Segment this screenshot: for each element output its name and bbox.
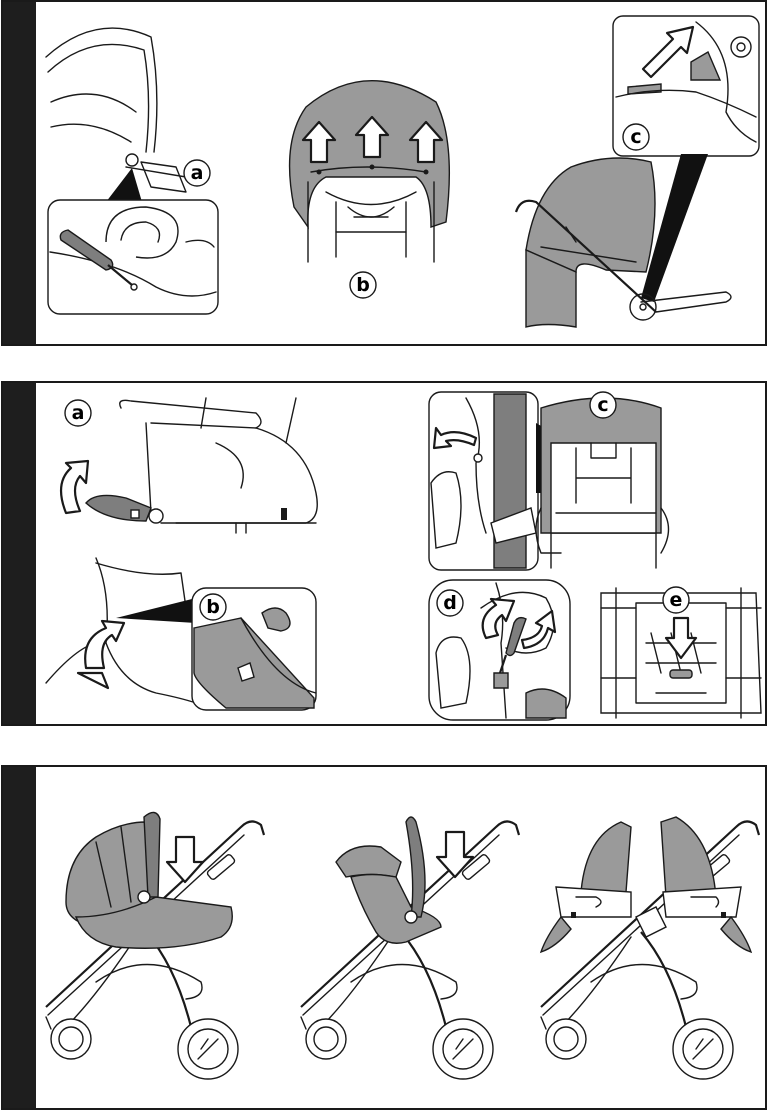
- step-2-label-a: a: [65, 400, 91, 426]
- svg-text:b: b: [206, 596, 220, 618]
- step-2-label-b: b: [200, 594, 226, 620]
- step-tab-1: [3, 2, 36, 344]
- step-tab-2: [3, 383, 36, 724]
- step-2-label-c: c: [590, 392, 616, 418]
- callout-pointer: [116, 598, 196, 623]
- step-panel-2: a b: [1, 381, 767, 726]
- step-1-label-c: c: [623, 124, 649, 150]
- svg-text:c: c: [630, 126, 641, 148]
- figure-2c: c: [429, 392, 669, 570]
- figure-3-car-seat: [301, 817, 519, 1079]
- svg-text:b: b: [356, 274, 370, 296]
- figure-3-seat-halves: [541, 817, 759, 1079]
- figure-2e: e: [601, 587, 761, 718]
- rotate-arrow-icon: [61, 461, 88, 513]
- figure-2d: d: [429, 580, 570, 720]
- figure-1c: c: [516, 16, 759, 327]
- step-2-label-d: d: [437, 590, 463, 616]
- step-2-label-e: e: [663, 587, 689, 613]
- step-panel-3: [1, 765, 767, 1110]
- step-1-illustration: a b: [36, 2, 767, 344]
- figure-1b: b: [290, 81, 450, 298]
- svg-text:e: e: [670, 589, 683, 611]
- svg-text:a: a: [191, 162, 204, 184]
- arrow-down-icon: [167, 837, 203, 882]
- step-2-illustration: a b: [36, 383, 767, 724]
- step-3-illustration: [36, 767, 767, 1108]
- figure-1a: a: [46, 28, 218, 314]
- figure-3-bassinet: [46, 812, 264, 1079]
- step-1-label-b: b: [350, 272, 376, 298]
- step-1-label-a: a: [184, 160, 210, 186]
- figure-2b: b: [46, 558, 316, 710]
- step-panel-1: a b: [1, 0, 767, 346]
- svg-text:c: c: [597, 394, 608, 416]
- rotate-arrow-icon: [85, 621, 124, 668]
- svg-text:d: d: [443, 592, 457, 614]
- step-tab-3: [3, 767, 36, 1108]
- svg-text:a: a: [72, 402, 85, 424]
- figure-2a: a: [61, 398, 317, 533]
- callout-pointer: [106, 168, 142, 202]
- rotate-arrow-icon: [78, 673, 108, 688]
